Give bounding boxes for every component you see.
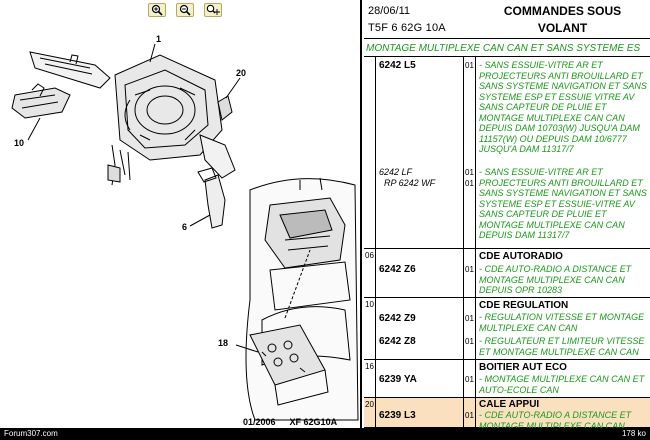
quantity: 01 [465,265,474,274]
part-description: - REGULATION VITESSE ET MONTAGE MULTIPLE… [479,312,645,333]
reference-cell: 6242 Z9 6242 Z8 [376,298,464,359]
table-row[interactable]: 10 6242 Z9 6242 Z8 01 01 CDE REGULATION … [364,298,650,360]
table-row[interactable]: 16 6239 YA 01 BOITIER AUT ECO - MONTAGE … [364,360,650,398]
zoom-in-button[interactable] [148,3,166,17]
figure-reference: 01/2006 XF 62G10A [243,417,351,427]
description-cell: CDE REGULATION - REGULATION VITESSE ET M… [477,298,650,359]
part-description: - CDE AUTO-RADIO A DISTANCE ET MONTAGE M… [479,410,632,428]
part-description: - CDE AUTO-RADIO A DISTANCE ET MONTAGE M… [479,264,632,295]
callout-20: 20 [236,68,246,78]
part-reference[interactable]: 6242 Z9 [379,313,416,324]
quantity: 01 [465,61,474,70]
magnifier-move-icon [206,4,220,15]
quantity-cell: 01 01 [464,298,476,359]
quantity: 01 [465,337,474,346]
parts-document[interactable]: 28/06/11 T5F 6 62G 10A COMMANDES SOUS VO… [364,0,650,428]
part-group-title: BOITIER AUT ECO [479,362,567,373]
callout-10: 10 [14,138,24,148]
quantity: 01 [465,375,474,384]
item-number: 20 [364,398,376,427]
quantity-cell: 01 [464,360,476,397]
part-reference[interactable]: 6242 Z6 [379,264,416,275]
document-subtitle: MONTAGE MULTIPLEXE CAN CAN ET SANS SYSTE… [364,40,650,57]
part-reference[interactable]: 6242 LF [379,167,413,177]
zoom-toolbar [148,3,222,17]
status-site: Forum307.com [4,429,58,438]
part-description: - REGULATEUR ET LIMITEUR VITESSE ET MONT… [479,336,645,357]
part-description: - SANS ESSUIE-VITRE AR ET PROJECTEURS AN… [479,60,647,154]
part-group-title: CALE APPUI [479,399,540,410]
item-number: 06 [364,249,376,297]
document-title-line1: COMMANDES SOUS [503,4,622,18]
item-number: 16 [364,360,376,397]
item-number: 10 [364,298,376,359]
figure-code: XF 62G10A [289,417,338,427]
diagram-pane[interactable]: 1 20 10 6 18 01/2006 XF 62G10A [0,0,362,428]
quantity: 01 [465,314,474,323]
part-group-title: CDE REGULATION [479,300,569,311]
part-reference[interactable]: 6239 L3 [379,410,416,421]
description-cell: CALE APPUI - CDE AUTO-RADIO A DISTANCE E… [477,398,650,428]
magnifier-plus-icon [151,4,163,16]
part-reference[interactable]: 6239 YA [379,374,417,385]
part-description: - MONTAGE MULTIPLEXE CAN CAN ET AUTO-ECO… [479,374,645,395]
reference-cell: 6242 Z6 [376,249,464,297]
callout-1: 1 [156,34,161,44]
table-row[interactable]: 06 6242 Z6 01 CDE AUTORADIO - CDE AUTO-R… [364,249,650,298]
quantity: 01 [465,168,474,177]
status-file-size: 178 ko [621,429,646,438]
reference-cell: 6239 L3 [376,398,464,427]
document-title-line2: VOLANT [537,21,588,35]
table-row[interactable]: 6242 L5 6242 LF RP 6242 WF 01 01 01 - SA… [364,57,650,249]
description-cell: CDE AUTORADIO - CDE AUTO-RADIO A DISTANC… [477,249,650,297]
status-bar: Forum307.com 178 ko [0,428,650,440]
reference-cell: 6242 L5 6242 LF RP 6242 WF [376,57,464,248]
part-reference[interactable]: RP 6242 WF [384,178,436,188]
magnifier-minus-icon [179,4,191,16]
quantity: 01 [465,411,474,420]
quantity-cell: 01 01 01 [464,57,476,248]
zoom-pan-button[interactable] [204,3,222,17]
quantity-cell: 01 [464,249,476,297]
part-group-title: CDE AUTORADIO [479,251,563,262]
document-reference: T5F 6 62G 10A [368,22,446,34]
quantity-cell: 01 [464,398,476,427]
quantity: 01 [465,179,474,188]
part-reference[interactable]: 6242 Z8 [379,336,416,347]
reference-cell: 6239 YA [376,360,464,397]
document-header: 28/06/11 T5F 6 62G 10A COMMANDES SOUS VO… [364,0,650,39]
callout-6: 6 [182,222,187,232]
table-row-selected[interactable]: 20 6239 L3 01 CALE APPUI - CDE AUTO-RADI… [364,398,650,428]
callout-18: 18 [218,338,228,348]
part-description: - SANS ESSUIE-VITRE AR ET PROJECTEURS AN… [479,167,647,240]
description-cell: BOITIER AUT ECO - MONTAGE MULTIPLEXE CAN… [477,360,650,397]
figure-date: 01/2006 [243,417,276,427]
item-number [364,57,376,248]
exploded-diagram: 1 20 10 6 18 [11,34,359,421]
document-date: 28/06/11 [368,5,411,17]
zoom-out-button[interactable] [176,3,194,17]
description-cell: - SANS ESSUIE-VITRE AR ET PROJECTEURS AN… [477,57,650,248]
part-reference[interactable]: 6242 L5 [379,60,416,71]
